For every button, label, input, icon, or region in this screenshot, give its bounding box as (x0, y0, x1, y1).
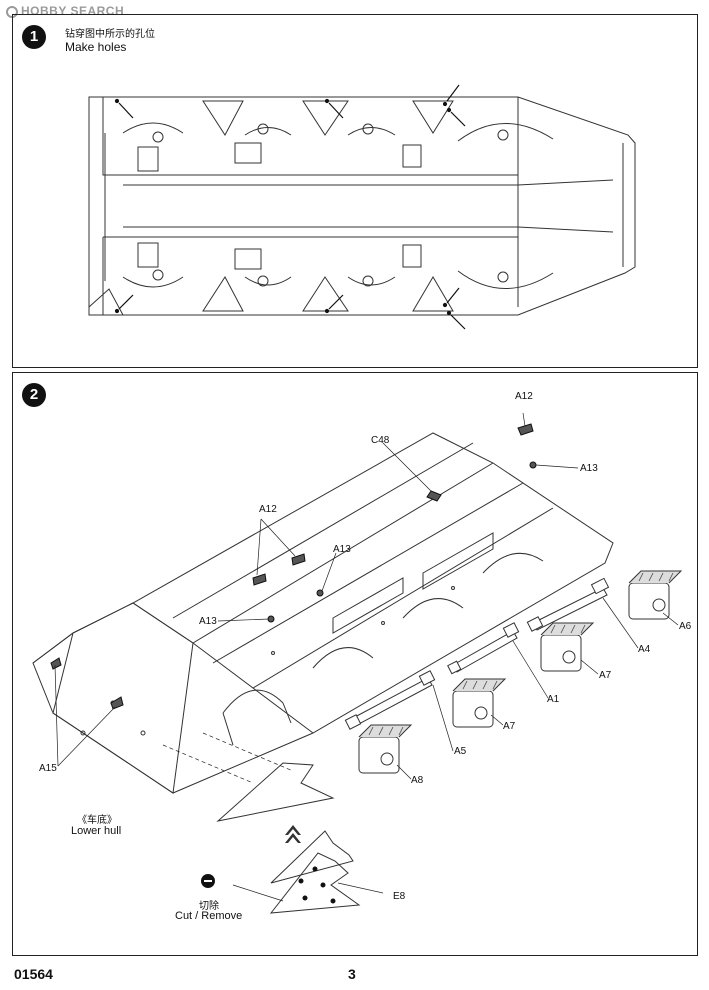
part-label-a13-mid: A13 (333, 544, 351, 555)
part-label-a15: A15 (39, 763, 57, 774)
part-label-c48: C48 (371, 435, 390, 446)
part-label-a7-lower: A7 (503, 721, 516, 732)
lower-hull-label-en: Lower hull (71, 825, 122, 837)
part-label-a8: A8 (411, 775, 424, 786)
part-label-a5: A5 (454, 746, 467, 757)
step-2-panel: 2 (12, 372, 698, 956)
part-label-a12-top: A12 (515, 391, 533, 402)
step-1-title-cn: 钻穿图中所示的孔位 (65, 29, 155, 40)
step-number-2: 2 (22, 383, 46, 407)
part-label-e8: E8 (393, 891, 406, 902)
part-label-a7-upper: A7 (599, 670, 612, 681)
hull-top-view-drawing (88, 84, 636, 330)
part-label-a13-right: A13 (580, 463, 598, 474)
page-number: 3 (348, 966, 356, 982)
part-label-a1: A1 (547, 694, 560, 705)
cut-label-cn: 切除 (199, 901, 219, 912)
part-label-a4: A4 (638, 644, 651, 655)
part-label-a13-left: A13 (199, 616, 217, 627)
lower-hull-assembly-drawing (32, 412, 683, 914)
part-label-a12-left: A12 (259, 504, 277, 515)
part-label-a6: A6 (679, 621, 692, 632)
product-code: 01564 (14, 966, 53, 982)
lower-hull-label-cn: 《车底》 (77, 815, 117, 826)
step-1-title-en: Make holes (65, 40, 127, 54)
cut-label-en: Cut / Remove (175, 910, 243, 922)
step-1-panel: 1 钻穿图中所示的孔位 Make holes (12, 14, 698, 368)
step-number-1: 1 (22, 25, 46, 49)
